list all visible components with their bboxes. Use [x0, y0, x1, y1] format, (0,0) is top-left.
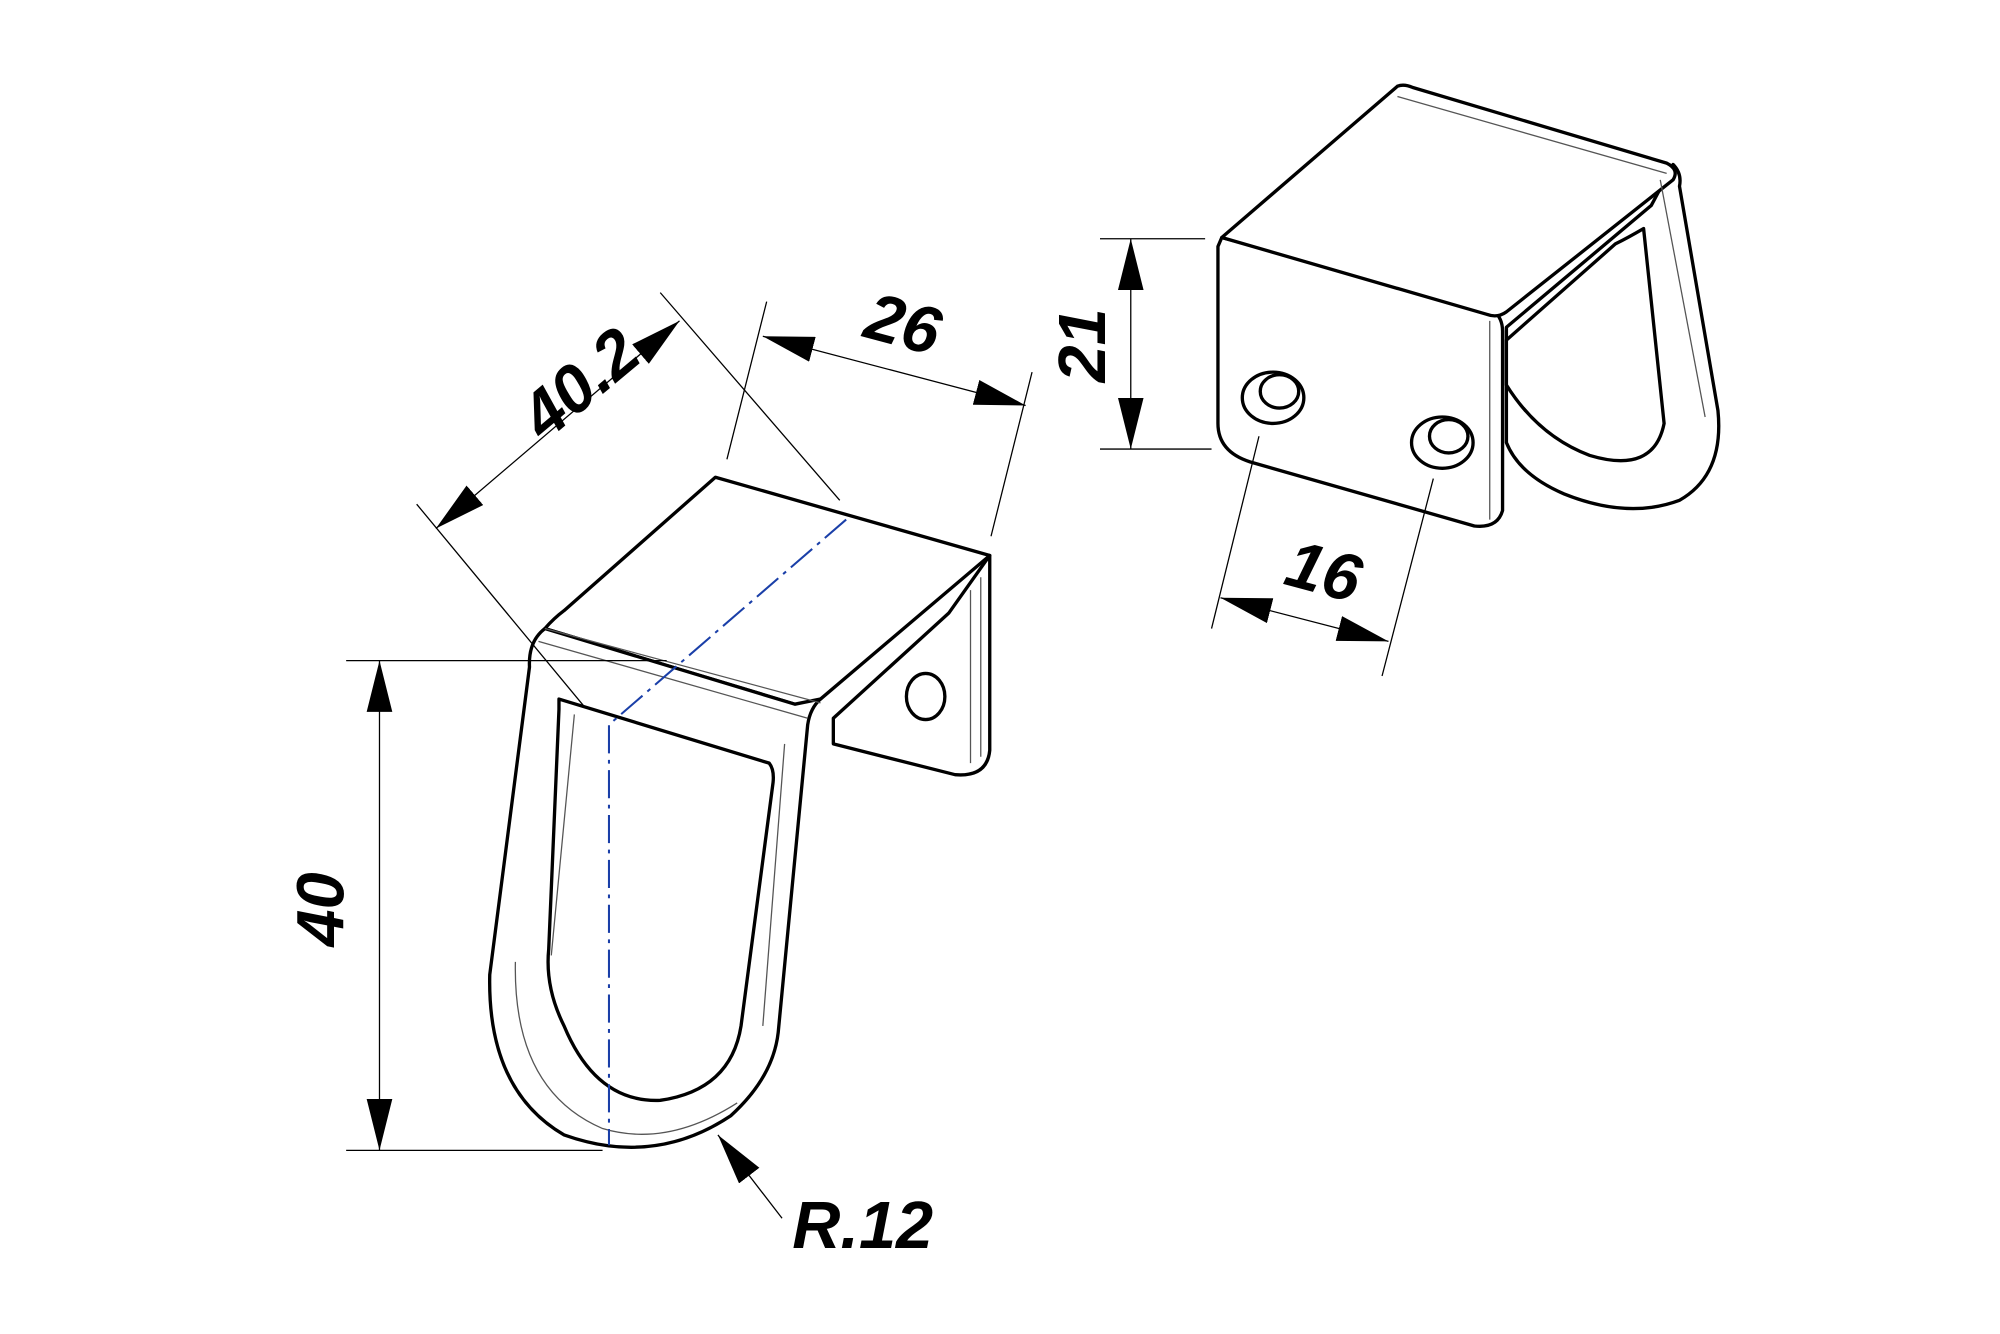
- centerline: [607, 518, 847, 1146]
- mounting-hole: [904, 671, 947, 722]
- right-tab: [831, 553, 992, 777]
- dim-label-16: 16: [1278, 527, 1370, 618]
- dimension-21: 21: [1046, 238, 1212, 450]
- loop-opening: [546, 697, 775, 1103]
- dim-label-26: 26: [856, 279, 950, 370]
- bracket-right-view: [1216, 83, 1721, 528]
- dimension-40: 40: [285, 659, 667, 1151]
- bracket-left-view: [488, 475, 992, 1149]
- dim-label-40-2: 40.2: [505, 314, 653, 455]
- hole-2-inner: [1427, 417, 1470, 455]
- dimension-radius: R.12: [717, 1134, 933, 1263]
- dim-label-21: 21: [1046, 308, 1120, 384]
- rear-loop-opening: [1504, 226, 1666, 463]
- dim-label-r12: R.12: [792, 1189, 933, 1263]
- hole-1-inner: [1258, 373, 1301, 410]
- dim-label-40: 40: [285, 872, 359, 948]
